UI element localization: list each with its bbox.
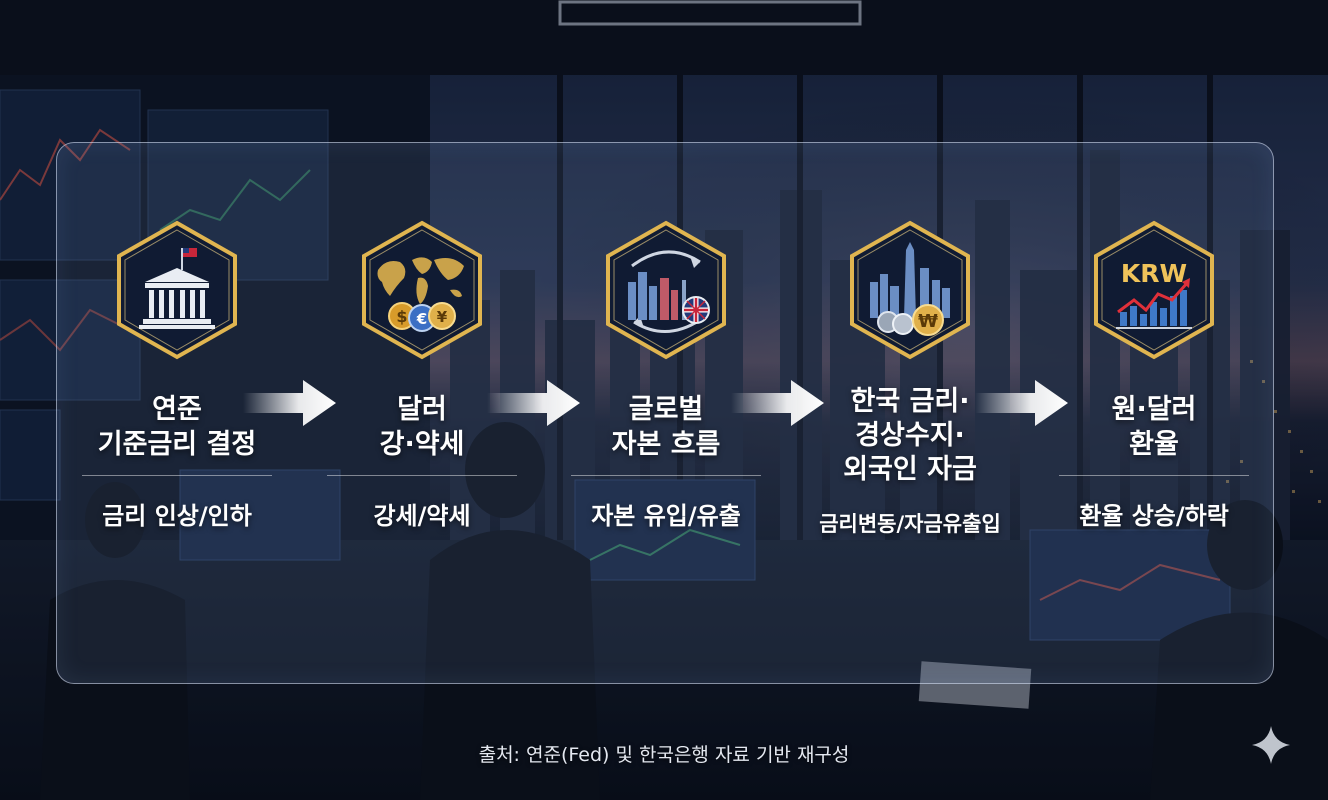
korea-city-won-coins-icon: ₩ [850, 220, 970, 360]
world-map-currency-coins-icon: $ € ¥ [362, 220, 482, 360]
sparkle-icon [1252, 726, 1290, 764]
federal-reserve-building-icon [117, 220, 237, 360]
step-korea-rate-current-account: ₩ 한국 금리· 경상수지· 외국인 자금 금리변동/자금유출입 [800, 0, 1020, 800]
global-city-capital-flow-icon [606, 220, 726, 360]
step-title: 한국 금리· 경상수지· 외국인 자금 [843, 386, 977, 485]
svg-text:KRW: KRW [1121, 259, 1187, 288]
step-divider [1059, 475, 1249, 476]
step-subtitle: 환율 상승/하락 [1079, 502, 1229, 530]
source-caption: 출처: 연준(Fed) 및 한국은행 자료 기반 재구성 [478, 744, 850, 766]
svg-text:$: $ [396, 307, 407, 326]
step-subtitle: 강세/약세 [373, 502, 471, 530]
krw-exchange-rate-chart-icon: KRW [1094, 220, 1214, 360]
step-subtitle: 자본 유입/유출 [591, 502, 741, 530]
step-title: 글로벌 자본 흐름 [611, 394, 721, 460]
svg-text:¥: ¥ [437, 308, 448, 326]
step-fed-rate-decision: 연준 기준금리 결정 금리 인상/인하 [67, 0, 287, 800]
step-divider [82, 475, 272, 476]
step-subtitle: 금리 인상/인하 [102, 502, 252, 530]
svg-text:₩: ₩ [918, 311, 938, 332]
step-divider [327, 475, 517, 476]
step-title: 연준 기준금리 결정 [97, 394, 257, 460]
flow-arrow-icon [243, 380, 336, 426]
step-global-capital-flow: 글로벌 자본 흐름 자본 유입/유출 [556, 0, 776, 800]
step-title: 원·달러 환율 [1111, 394, 1197, 460]
step-won-dollar-exchange-rate: KRW 원·달러 환율 환율 상승/하락 [1044, 0, 1264, 800]
flow-arrow-icon [975, 380, 1068, 426]
step-dollar-strength: $ € ¥ 달러 강·약세 강세/약세 [312, 0, 532, 800]
step-divider [571, 475, 761, 476]
step-subtitle: 금리변동/자금유출입 [819, 512, 1001, 536]
step-title: 달러 강·약세 [379, 394, 465, 460]
flow-arrow-icon [487, 380, 580, 426]
flow-arrow-icon [731, 380, 824, 426]
svg-text:€: € [416, 310, 427, 328]
